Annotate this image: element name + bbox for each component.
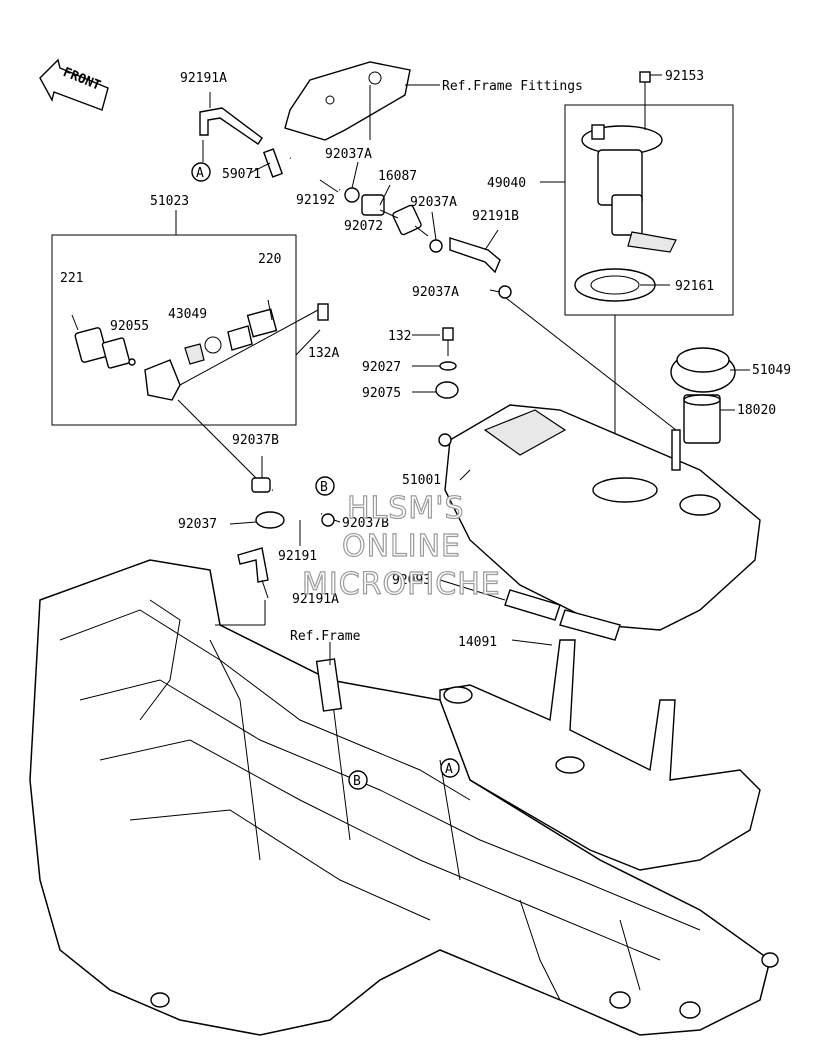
watermark-line2: ONLINE (342, 529, 461, 564)
label-92037b-2: 92037B (342, 516, 389, 531)
label-132a: 132A (308, 346, 339, 361)
part-labels: 92191A Ref.Frame Fittings 92153 92037A 5… (60, 69, 791, 650)
label-221: 221 (60, 271, 83, 286)
rubber-pads (504, 589, 621, 641)
front-arrow-icon: FRONT (39, 58, 109, 111)
label-92055: 92055 (110, 319, 149, 334)
label-ref-frame-fittings: Ref.Frame Fittings (442, 79, 583, 94)
svg-text:A: A (445, 762, 453, 777)
label-14091: 14091 (458, 635, 497, 650)
label-92037a-1: 92037A (325, 147, 372, 162)
label-ref-frame: Ref.Frame (290, 629, 361, 644)
label-16087: 16087 (378, 169, 417, 184)
fuel-tank (438, 297, 761, 631)
label-92027: 92027 (362, 360, 401, 375)
label-92192: 92192 (296, 193, 335, 208)
callout-a-top: A (191, 162, 211, 182)
svg-text:B: B (320, 480, 328, 495)
label-92093: 92093 (392, 573, 431, 588)
label-59071: 59071 (222, 167, 261, 182)
label-51049: 51049 (752, 363, 791, 378)
svg-text:B: B (353, 774, 361, 789)
label-92037b-1: 92037B (232, 433, 279, 448)
label-92072: 92072 (344, 219, 383, 234)
label-43049: 43049 (168, 307, 207, 322)
watermark-line1: HLSM'S (347, 491, 465, 526)
label-92191: 92191 (278, 549, 317, 564)
mount-bolts (435, 327, 459, 399)
fuel-lines-center (262, 148, 512, 299)
label-51023: 51023 (150, 194, 189, 209)
callout-a-bot: A (440, 758, 460, 778)
callout-b-top: B (315, 476, 335, 496)
label-92191b: 92191B (472, 209, 519, 224)
petcock-assembly-box (51, 210, 329, 426)
leader-lines (229, 74, 750, 646)
frame-fittings-bracket (284, 61, 440, 141)
label-92075: 92075 (362, 386, 401, 401)
label-132: 132 (388, 329, 411, 344)
fuel-cap (670, 347, 736, 444)
label-92153: 92153 (665, 69, 704, 84)
hose-92191a-top (199, 92, 263, 162)
label-92161: 92161 (675, 279, 714, 294)
vehicle-frame (29, 559, 779, 1036)
label-18020: 18020 (737, 403, 776, 418)
label-92191a-top: 92191A (180, 71, 227, 86)
label-92037a-2: 92037A (410, 195, 457, 210)
tank-tray (439, 639, 761, 871)
watermark-line3: MICROFICHE (302, 567, 501, 602)
watermark: HLSM'S ONLINE MICROFICHE (301, 490, 501, 602)
callout-b-bot: B (348, 770, 368, 790)
label-92191a-bot: 92191A (292, 592, 339, 607)
svg-text:A: A (196, 166, 204, 181)
label-51001: 51001 (402, 473, 441, 488)
label-220: 220 (258, 252, 281, 267)
label-92037: 92037 (178, 517, 217, 532)
label-92037a-3: 92037A (412, 285, 459, 300)
lower-hoses (177, 399, 335, 583)
label-49040: 49040 (487, 176, 526, 191)
fuel-pump-assembly-box (564, 71, 734, 470)
